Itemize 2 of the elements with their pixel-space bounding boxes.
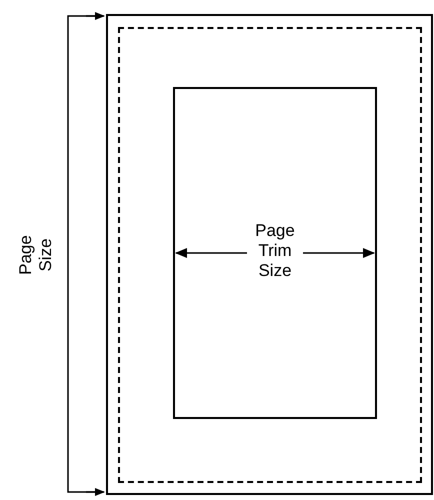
- trim-area-box: [173, 87, 377, 419]
- dimension-label: Page Size: [16, 234, 56, 277]
